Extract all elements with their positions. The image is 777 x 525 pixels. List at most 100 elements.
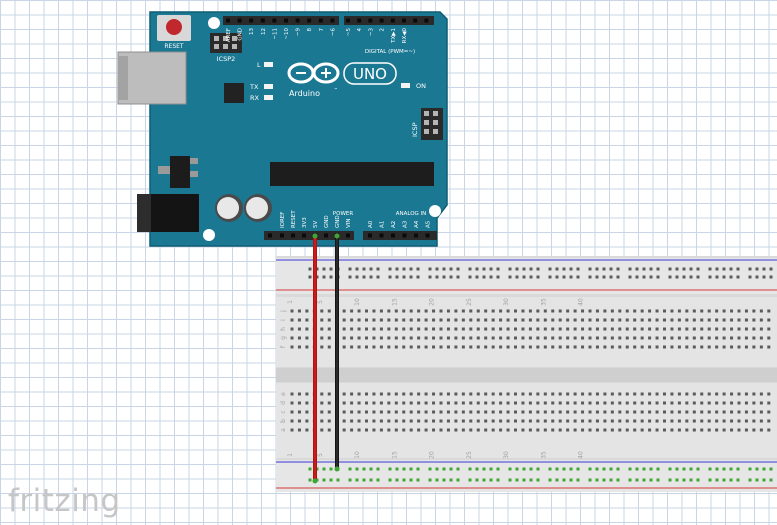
breadboard-hole[interactable] [737, 345, 741, 349]
breadboard-hole[interactable] [469, 309, 473, 313]
breadboard-hole[interactable] [677, 309, 681, 313]
breadboard-hole[interactable] [409, 336, 413, 340]
breadboard-hole[interactable] [610, 428, 614, 432]
breadboard-hole[interactable] [625, 428, 629, 432]
breadboard-hole[interactable] [625, 327, 629, 331]
breadboard-hole[interactable] [446, 428, 450, 432]
breadboard-hole[interactable] [677, 392, 681, 396]
breadboard-hole[interactable] [476, 345, 480, 349]
breadboard-hole[interactable] [543, 392, 547, 396]
rail-hole[interactable] [628, 467, 632, 471]
breadboard-hole[interactable] [528, 345, 532, 349]
breadboard-hole[interactable] [640, 309, 644, 313]
breadboard-hole[interactable] [700, 318, 704, 322]
breadboard-hole[interactable] [365, 336, 368, 340]
rail-hole[interactable] [769, 267, 773, 271]
breadboard-hole[interactable] [625, 410, 629, 414]
breadboard-hole[interactable] [439, 401, 443, 405]
breadboard-hole[interactable] [432, 410, 436, 414]
breadboard-hole[interactable] [603, 336, 607, 340]
rail-hole[interactable] [722, 478, 726, 482]
breadboard-hole[interactable] [387, 428, 391, 432]
rail-hole[interactable] [468, 267, 472, 271]
breadboard-hole[interactable] [566, 327, 570, 331]
rail-hole[interactable] [482, 267, 486, 271]
rail-hole[interactable] [675, 478, 679, 482]
breadboard-hole[interactable] [640, 318, 644, 322]
breadboard-hole[interactable] [461, 392, 465, 396]
rail-hole[interactable] [336, 478, 340, 482]
breadboard-hole[interactable] [767, 428, 771, 432]
breadboard-hole[interactable] [663, 336, 666, 340]
breadboard-hole[interactable] [670, 327, 674, 331]
rail-hole[interactable] [329, 467, 333, 471]
breadboard-hole[interactable] [506, 410, 510, 414]
rail-hole[interactable] [355, 275, 359, 279]
breadboard-hole[interactable] [595, 419, 599, 423]
breadboard-hole[interactable] [454, 401, 458, 405]
breadboard-hole[interactable] [677, 401, 681, 405]
breadboard-hole[interactable] [737, 401, 741, 405]
breadboard-hole[interactable] [722, 309, 726, 313]
breadboard-hole[interactable] [379, 327, 383, 331]
breadboard-hole[interactable] [327, 327, 331, 331]
breadboard-hole[interactable] [365, 327, 368, 331]
rail-hole[interactable] [595, 275, 599, 279]
rail-hole[interactable] [682, 275, 686, 279]
rail-hole[interactable] [748, 478, 752, 482]
breadboard-hole[interactable] [305, 419, 309, 423]
rail-hole[interactable] [522, 478, 526, 482]
breadboard-hole[interactable] [297, 401, 301, 405]
breadboard-hole[interactable] [514, 419, 517, 423]
breadboard-hole[interactable] [327, 318, 331, 322]
breadboard-hole[interactable] [744, 401, 748, 405]
rail-hole[interactable] [668, 267, 672, 271]
breadboard-hole[interactable] [655, 410, 659, 414]
breadboard-hole[interactable] [715, 336, 719, 340]
rail-hole[interactable] [642, 275, 646, 279]
breadboard-hole[interactable] [297, 309, 301, 313]
rail-hole[interactable] [548, 267, 552, 271]
breadboard-hole[interactable] [767, 345, 771, 349]
rail-hole[interactable] [308, 275, 312, 279]
breadboard-hole[interactable] [730, 318, 734, 322]
breadboard-hole[interactable] [759, 327, 763, 331]
breadboard-hole[interactable] [640, 327, 644, 331]
rail-hole[interactable] [562, 478, 566, 482]
breadboard-hole[interactable] [394, 401, 398, 405]
breadboard-hole[interactable] [603, 428, 607, 432]
rail-hole[interactable] [755, 467, 759, 471]
breadboard-hole[interactable] [715, 318, 719, 322]
rail-hole[interactable] [708, 478, 712, 482]
rail-hole[interactable] [715, 267, 719, 271]
breadboard-hole[interactable] [752, 410, 756, 414]
rail-hole[interactable] [529, 467, 533, 471]
digital-pin[interactable] [260, 18, 265, 23]
breadboard-hole[interactable] [476, 428, 480, 432]
rail-hole[interactable] [369, 267, 373, 271]
breadboard-hole[interactable] [461, 419, 465, 423]
breadboard-hole[interactable] [514, 309, 517, 313]
breadboard-hole[interactable] [663, 428, 666, 432]
breadboard-hole[interactable] [633, 336, 637, 340]
rail-hole[interactable] [656, 478, 660, 482]
breadboard-hole[interactable] [730, 401, 734, 405]
breadboard-hole[interactable] [365, 392, 368, 396]
rail-hole[interactable] [736, 478, 740, 482]
breadboard-hole[interactable] [640, 401, 644, 405]
rail-hole[interactable] [308, 267, 312, 271]
analog-pin[interactable] [425, 233, 430, 238]
rail-hole[interactable] [428, 478, 432, 482]
breadboard-hole[interactable] [581, 401, 585, 405]
rail-hole[interactable] [576, 478, 580, 482]
breadboard-hole[interactable] [327, 419, 331, 423]
breadboard-hole[interactable] [350, 309, 354, 313]
breadboard-hole[interactable] [461, 318, 465, 322]
breadboard-hole[interactable] [767, 392, 771, 396]
breadboard-hole[interactable] [759, 309, 763, 313]
breadboard-hole[interactable] [379, 318, 383, 322]
breadboard-hole[interactable] [737, 392, 741, 396]
breadboard-hole[interactable] [514, 318, 517, 322]
breadboard-hole[interactable] [290, 309, 294, 313]
rail-hole[interactable] [548, 467, 552, 471]
